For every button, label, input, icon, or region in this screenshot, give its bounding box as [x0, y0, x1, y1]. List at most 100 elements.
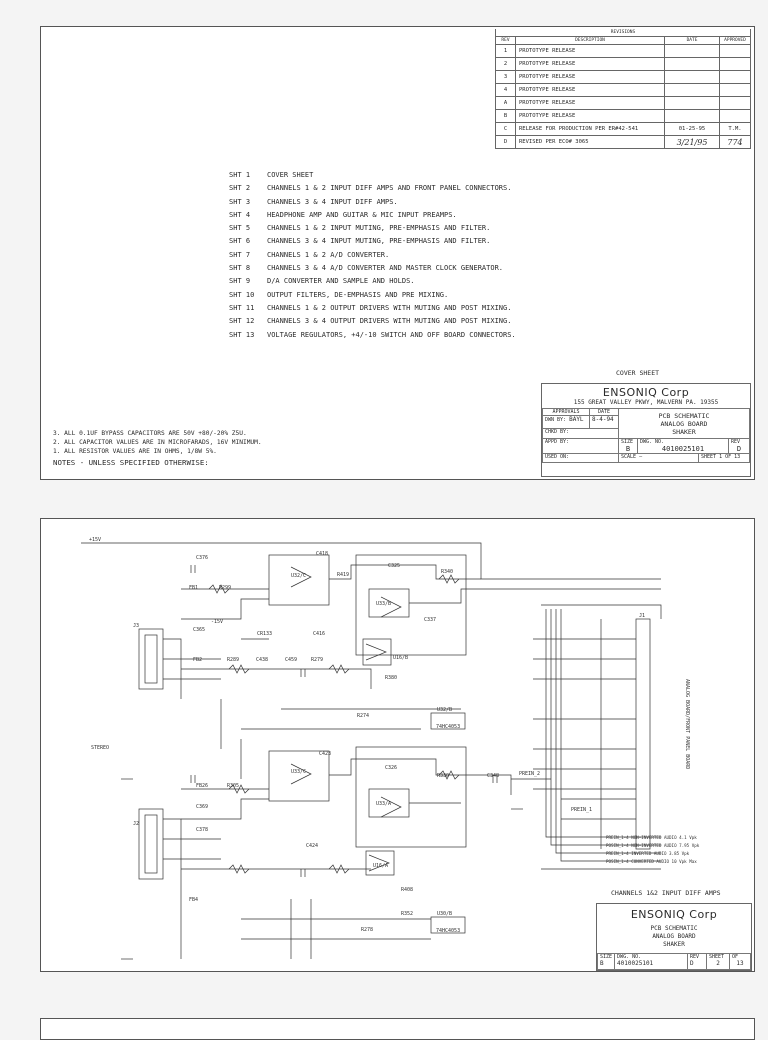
- net-label: PREIN_1: [571, 807, 592, 813]
- ref-label: C424: [306, 843, 318, 849]
- ref-label: U30/B: [437, 911, 452, 917]
- ref-label: 74HC4053: [436, 724, 460, 730]
- net-label: PREIN_2: [519, 771, 540, 777]
- ref-label: C348: [487, 773, 499, 779]
- note-2: 2. ALL CAPACITOR VALUES ARE IN MICROFARA…: [53, 439, 262, 446]
- ref-label: R278: [361, 927, 373, 933]
- sheet-caption: CHANNELS 1&2 INPUT DIFF AMPS: [611, 889, 721, 897]
- ref-label: R352: [401, 911, 413, 917]
- bus-label: PREIN_1-4 NON-INVERTED AUDIO 4.1 Vpk: [606, 835, 697, 840]
- approved-header: APPROVED: [719, 36, 751, 45]
- ref-label: R330: [437, 773, 449, 779]
- ref-label: R289: [227, 657, 239, 663]
- ref-label: R299: [219, 585, 231, 591]
- ref-label: FB1: [189, 585, 198, 591]
- ref-label: C376: [196, 555, 208, 561]
- title-line: PCB SCHEMATIC: [650, 925, 698, 932]
- ref-label: R274: [357, 713, 369, 719]
- ref-label: R340: [441, 569, 453, 575]
- ref-label: C378: [196, 827, 208, 833]
- connector-label: ANALOG BOARD/FRONT PANEL BOARD: [684, 679, 690, 769]
- title-line: PCB SCHEMATIC: [658, 411, 710, 420]
- ref-label: CR133: [257, 631, 272, 637]
- ref-label: C369: [196, 804, 208, 810]
- ref-label: R380: [385, 675, 397, 681]
- ref-label: J1: [639, 613, 645, 619]
- ref-label: U32/C: [291, 573, 306, 579]
- ref-label: U16/B: [393, 655, 408, 661]
- schematic-drawing: C376 C418 C325 R419 R340 FB1 R299 U32/C …: [81, 537, 700, 960]
- notes-block: 3. ALL 0.1UF BYPASS CAPACITORS ARE 50V +…: [53, 429, 262, 467]
- ref-label: C416: [313, 631, 325, 637]
- title-line: SHAKER: [672, 427, 696, 436]
- ref-label: U33/A: [376, 801, 391, 807]
- ref-label: J2: [133, 821, 139, 827]
- company-address: 155 GREAT VALLEY PKWY, MALVERN PA. 19355: [573, 399, 719, 406]
- ref-label: C459: [285, 657, 297, 663]
- date-header: DATE: [664, 36, 720, 45]
- net-label: +15V: [89, 537, 101, 543]
- ref-label: C326: [385, 765, 397, 771]
- notes-title: NOTES - UNLESS SPECIFIED OTHERWISE:: [53, 458, 209, 467]
- bus-label: POSIN_1-4 NON-INVERTED AUDIO 7.95 Vpk: [606, 843, 700, 848]
- note-1: 1. ALL RESISTOR VALUES ARE IN OHMS, 1/8W…: [53, 448, 217, 455]
- sheet-caption: COVER SHEET: [616, 369, 660, 377]
- ref-label: FB26: [196, 783, 208, 789]
- company-name: ENSONIQ Corp: [630, 908, 718, 921]
- ref-label: J3: [133, 623, 139, 629]
- ref-label: U33/C: [291, 769, 306, 775]
- ref-label: R305: [227, 783, 239, 789]
- net-label: -15V: [211, 619, 223, 625]
- title-block: ENSONIQ Corp PCB SCHEMATIC ANALOG BOARD …: [596, 903, 752, 971]
- ref-label: U32/B: [437, 707, 452, 713]
- ref-label: C418: [316, 551, 328, 557]
- ref-label: U33/B: [376, 601, 391, 607]
- ref-label: R419: [337, 572, 349, 578]
- revisions-table: REVISIONS REV DESCRIPTION DATE APPROVED …: [495, 29, 751, 149]
- bus-label: PREIN_1-4 INVERTED AUDIO 3.85 Vpk: [606, 851, 690, 856]
- ref-label: FB2: [193, 657, 202, 663]
- schematic-sheet: C376 C418 C325 R419 R340 FB1 R299 U32/C …: [40, 518, 755, 972]
- ref-label: C423: [319, 751, 331, 757]
- ref-label: 74HC4053: [436, 928, 460, 934]
- title-line: SHAKER: [663, 941, 685, 948]
- title-block: ENSONIQ Corp 155 GREAT VALLEY PKWY, MALV…: [541, 383, 751, 477]
- title-line: ANALOG BOARD: [660, 419, 708, 428]
- ref-label: C337: [424, 617, 436, 623]
- ref-label: R279: [311, 657, 323, 663]
- description-header: DESCRIPTION: [515, 36, 665, 45]
- cover-sheet: REVISIONS REV DESCRIPTION DATE APPROVED …: [40, 26, 755, 480]
- bus-label: POSIN_1-4 CONVERTED AUDIO 10 Vpk Max: [606, 859, 697, 864]
- ref-label: FB4: [189, 897, 198, 903]
- company-name: ENSONIQ Corp: [602, 386, 690, 399]
- ref-label: R408: [401, 887, 413, 893]
- ref-label: U16/A: [373, 863, 388, 869]
- title-line: ANALOG BOARD: [652, 933, 696, 940]
- rev-header: REV: [495, 36, 516, 45]
- ref-label: C438: [256, 657, 268, 663]
- note-3: 3. ALL 0.1UF BYPASS CAPACITORS ARE 50V +…: [53, 430, 247, 437]
- next-sheet-edge: [40, 1018, 755, 1040]
